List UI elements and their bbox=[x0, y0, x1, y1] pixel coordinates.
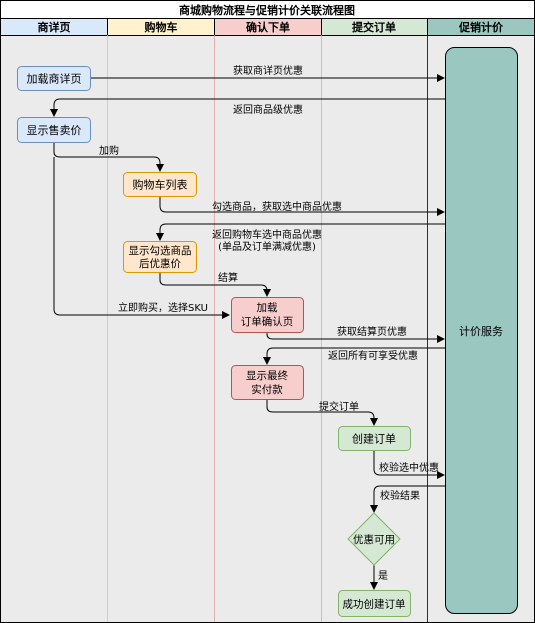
edges bbox=[50, 74, 445, 590]
label-return-cart-promo-1: 返回购物车选中商品优惠 bbox=[212, 228, 322, 241]
node-load-confirm: 加载 订单确认页 bbox=[231, 297, 304, 333]
lane-dividers bbox=[107, 35, 428, 622]
node-cart-price: 显示勾选商品 后优惠价 bbox=[123, 241, 197, 273]
node-cart-list: 购物车列表 bbox=[123, 172, 197, 197]
label-submit-order: 提交订单 bbox=[319, 400, 359, 413]
label-get-checkout-promo: 获取结算页优惠 bbox=[337, 325, 407, 338]
label-return-all-promo: 返回所有可享受优惠 bbox=[328, 349, 418, 362]
label-verify-promo: 校验选中优惠 bbox=[379, 461, 439, 474]
edge-get-checkout-promo bbox=[266, 333, 445, 343]
label-select-items: 勾选商品，获取选中商品优惠 bbox=[212, 200, 342, 213]
edge-submit-order bbox=[266, 399, 378, 426]
edge-return-item-promo bbox=[50, 98, 445, 117]
edge-return-all-promo bbox=[263, 347, 445, 365]
node-load-pdp-label: 加载商详页 bbox=[27, 72, 82, 86]
label-yes: 是 bbox=[378, 570, 388, 582]
lane-header-promo: 促销计价 bbox=[427, 18, 535, 36]
label-return-item-promo: 返回商品级优惠 bbox=[233, 103, 303, 116]
lane-title-cart: 购物车 bbox=[145, 20, 178, 34]
node-cart-list-label: 购物车列表 bbox=[133, 178, 188, 192]
label-return-cart-promo-2: (单品及订单满减优惠) bbox=[218, 240, 316, 253]
label-buy-now: 立即购买，选择SKU bbox=[118, 301, 208, 314]
pricing-service-node bbox=[445, 47, 518, 614]
node-decision-label: 优惠可用 bbox=[353, 533, 395, 546]
lane-title-confirm: 确认下单 bbox=[246, 20, 290, 34]
node-load-confirm-label-2: 订单确认页 bbox=[241, 315, 294, 328]
node-load-confirm-label-1: 加载 bbox=[257, 302, 278, 314]
node-success-label: 成功创建订单 bbox=[343, 598, 406, 611]
node-create-order-label: 创建订单 bbox=[352, 432, 396, 446]
edge-labels: 获取商详页优惠 返回商品级优惠 加购 勾选商品，获取选中商品优惠 返回购物车选中… bbox=[99, 64, 439, 582]
lane-title-submit: 提交订单 bbox=[352, 20, 396, 34]
lane-header-cart: 购物车 bbox=[107, 18, 215, 36]
lane-title-promo: 促销计价 bbox=[458, 20, 504, 34]
node-final-pay-label-1: 显示最终 bbox=[246, 369, 288, 382]
edge-buy-now bbox=[53, 157, 230, 319]
lane-header-pdp: 商详页 bbox=[0, 18, 108, 36]
edge-return-cart-promo bbox=[156, 223, 445, 241]
edge-add-cart bbox=[53, 142, 164, 172]
node-final-pay: 显示最终 实付款 bbox=[231, 365, 304, 400]
node-cart-price-label-2: 后优惠价 bbox=[139, 257, 181, 270]
edge-verify-result bbox=[370, 485, 445, 513]
lane-header-confirm: 确认下单 bbox=[214, 18, 322, 36]
edge-checkout bbox=[159, 272, 271, 297]
label-verify-result: 校验结果 bbox=[380, 489, 420, 502]
pricing-service-label: 计价服务 bbox=[459, 325, 503, 338]
node-success: 成功创建订单 bbox=[338, 590, 411, 617]
node-show-price: 显示售卖价 bbox=[17, 117, 91, 143]
lane-header-submit: 提交订单 bbox=[321, 18, 428, 36]
label-add-cart: 加购 bbox=[99, 144, 119, 157]
label-checkout: 结算 bbox=[218, 271, 238, 284]
node-decision: 优惠可用 bbox=[347, 512, 401, 566]
diagram-title: 商城购物流程与促销计价关联流程图 bbox=[179, 3, 355, 17]
edge-verify-promo bbox=[373, 451, 445, 479]
node-cart-price-label-1: 显示勾选商品 bbox=[129, 244, 192, 257]
node-show-price-label: 显示售卖价 bbox=[27, 123, 82, 137]
label-get-pdp-promo: 获取商详页优惠 bbox=[233, 64, 303, 77]
node-load-pdp: 加载商详页 bbox=[17, 66, 91, 91]
edge-select-items bbox=[159, 197, 445, 216]
node-final-pay-label-2: 实付款 bbox=[251, 383, 283, 396]
node-create-order: 创建订单 bbox=[338, 426, 411, 451]
lane-title-pdp: 商详页 bbox=[38, 20, 71, 34]
